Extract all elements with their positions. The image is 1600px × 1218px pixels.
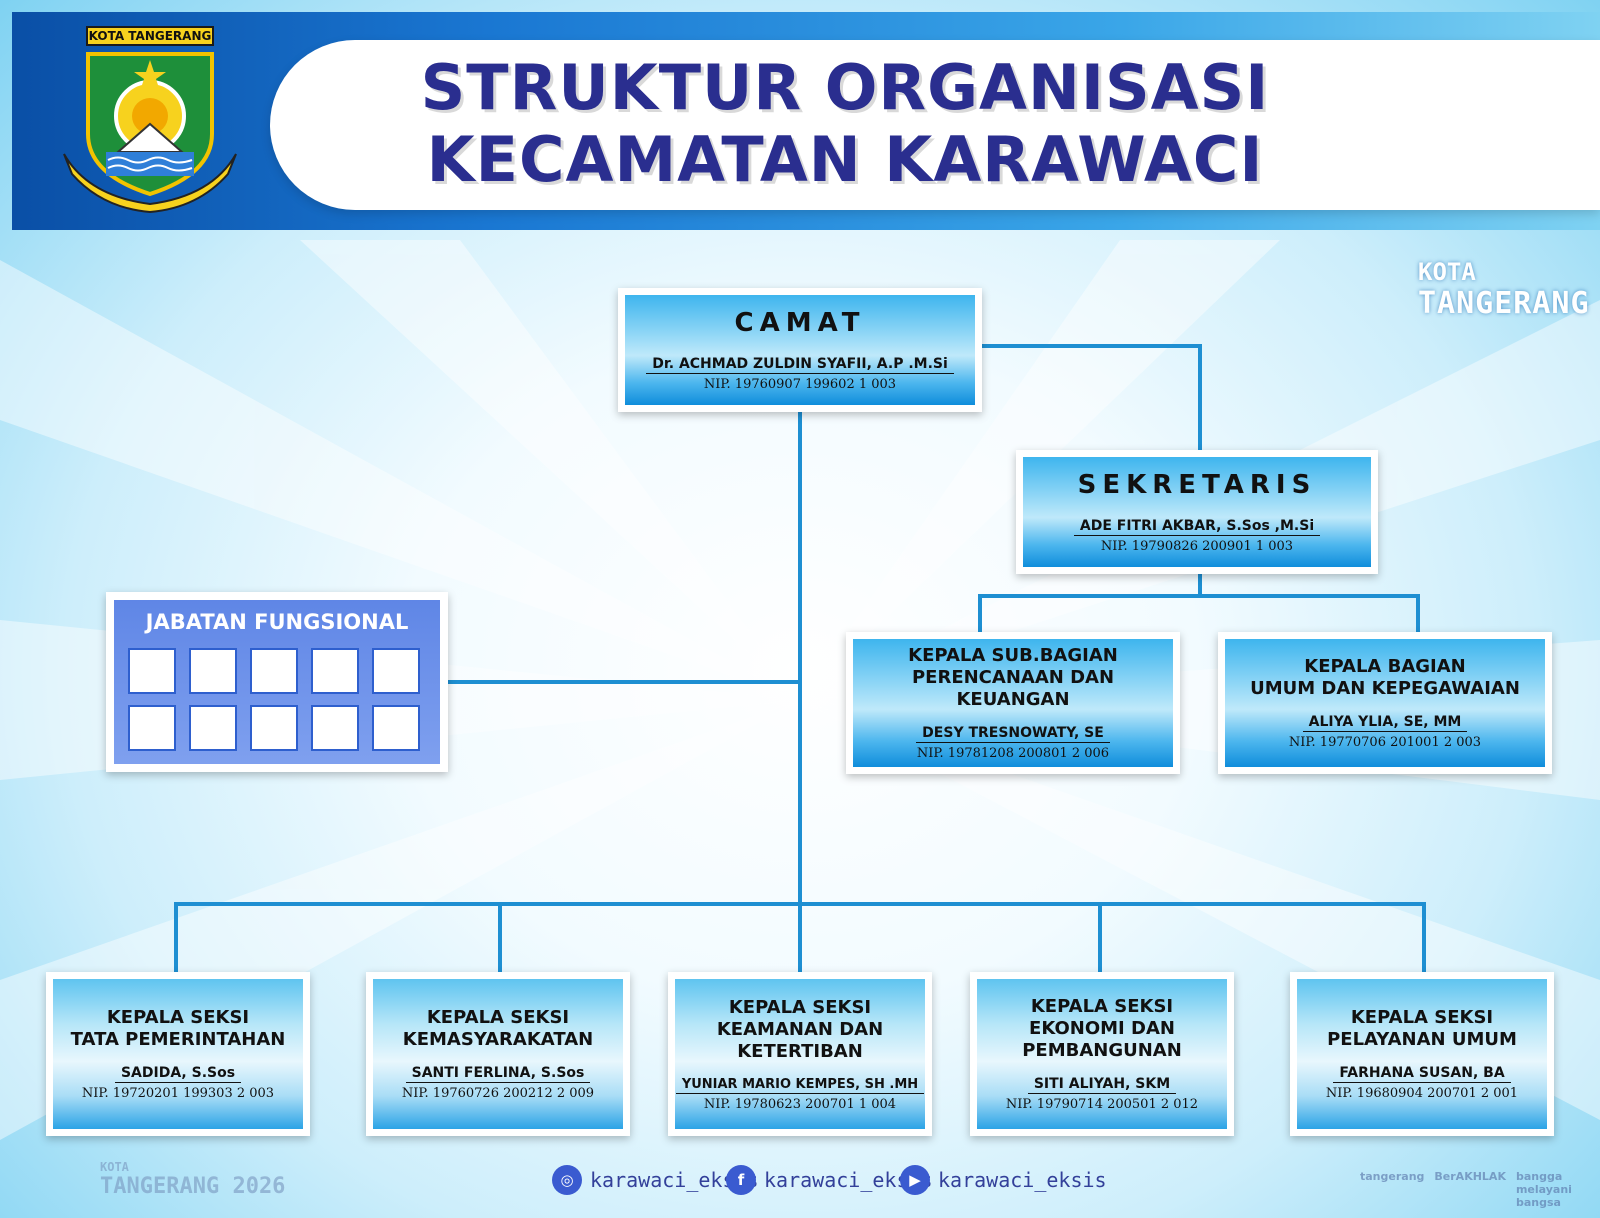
seksi-name: SITI ALIYAH, SKM [1027, 1076, 1177, 1094]
footer-right-item: bangga melayani bangsa [1515, 1170, 1572, 1209]
page-title: STRUKTUR ORGANISASI KECAMATAN KARAWACI [270, 52, 1420, 196]
subbagian-role-line-1: KEPALA SUB.BAGIAN [908, 645, 1118, 666]
seksi-pelayanan-umum-box[interactable]: KEPALA SEKSI PELAYANAN UMUM FARHANA SUSA… [1290, 972, 1554, 1136]
jabatan-fungsional-box[interactable]: JABATAN FUNGSIONAL [106, 592, 448, 772]
footer-left-line-1: KOTA [100, 1160, 129, 1174]
jabatan-fungsional-slot [250, 648, 298, 694]
seksi-role-line-1: KEPALA SEKSI [426, 1007, 570, 1028]
title-pill [270, 40, 1600, 210]
connector-sekretaris-subbag-1 [978, 570, 1202, 632]
seksi-role-line-1: KEPALA SEKSI [1350, 1007, 1494, 1028]
seksi-kemasyarakatan-box[interactable]: KEPALA SEKSI KEMASYARAKATAN SANTI FERLIN… [366, 972, 630, 1136]
social-youtube[interactable]: ▶ karawaci_eksis [900, 1165, 1107, 1195]
bagian-role-line-1: KEPALA BAGIAN [1304, 656, 1466, 677]
subbagian-perencanaan-box[interactable]: KEPALA SUB.BAGIAN PERENCANAAN DAN KEUANG… [846, 632, 1180, 774]
bagian-name: ALIYA YLIA, SE, MM [1302, 714, 1468, 732]
sekretaris-box[interactable]: SEKRETARIS ADE FITRI AKBAR, S.Sos ,M.Si … [1016, 450, 1378, 574]
facebook-icon: f [726, 1165, 756, 1195]
kota-tangerang-brand: KOTA TANGERANG [1418, 258, 1590, 321]
jabatan-fungsional-slot [128, 705, 176, 751]
seksi-role-line-1: KEPALA SEKSI [1030, 996, 1174, 1017]
instagram-icon: ◎ [552, 1165, 582, 1195]
seksi-role-line-2: EKONOMI DAN [1029, 1018, 1175, 1039]
jabatan-fungsional-title: JABATAN FUNGSIONAL [145, 610, 409, 634]
seksi-nip: NIP. 19760726 200212 2 009 [401, 1086, 595, 1101]
seksi-role-line-3: KETERTIBAN [737, 1040, 863, 1062]
seksi-role-line-3: PEMBANGUNAN [1022, 1040, 1182, 1061]
seksi-tata-pemerintahan-box[interactable]: KEPALA SEKSI TATA PEMERINTAHAN SADIDA, S… [46, 972, 310, 1136]
bagian-nip: NIP. 19770706 201001 2 003 [1288, 735, 1482, 750]
social-handle: karawaci_eksis [938, 1168, 1107, 1192]
seksi-role-line-2: KEAMANAN DAN [716, 1018, 884, 1040]
connector-sekretaris-subbag-2 [1200, 594, 1420, 632]
seksi-role-line-2: PELAYANAN UMUM [1327, 1029, 1517, 1050]
footer-right-logos: tangerang BerAKHLAK bangga melayani bang… [1360, 1170, 1600, 1209]
jabatan-fungsional-slot [372, 648, 420, 694]
title-line-1: STRUKTUR ORGANISASI [420, 51, 1270, 124]
jabatan-fungsional-slot [311, 648, 359, 694]
seksi-nip: NIP. 19680904 200701 2 001 [1325, 1086, 1519, 1101]
seksi-role-line-1: KEPALA SEKSI [728, 996, 872, 1018]
connector-seksi-bus [174, 902, 1426, 972]
footer-right-item: BerAKHLAK [1434, 1170, 1506, 1183]
jabatan-fungsional-slot [189, 648, 237, 694]
jabatan-fungsional-slot [250, 705, 298, 751]
jabatan-fungsional-slot [189, 705, 237, 751]
brand-line-1: KOTA [1418, 258, 1476, 286]
subbagian-name: DESY TRESNOWATY, SE [916, 725, 1110, 743]
seksi-name: SADIDA, S.Sos [114, 1065, 242, 1083]
footer-left-line-2: TANGERANG 2026 [100, 1174, 286, 1199]
seksi-role-line-2: TATA PEMERINTAHAN [70, 1029, 286, 1050]
seksi-name: SANTI FERLINA, S.Sos [405, 1065, 591, 1083]
jabatan-fungsional-slot [372, 705, 420, 751]
seksi-name: FARHANA SUSAN, BA [1333, 1065, 1511, 1083]
kota-tangerang-logo [63, 52, 237, 214]
jabatan-fungsional-slot [311, 705, 359, 751]
footer-right-item: tangerang [1360, 1170, 1425, 1183]
seksi-role-line-2: KEMASYARAKATAN [402, 1029, 594, 1050]
seksi-nip: NIP. 19780623 200701 1 004 [703, 1096, 897, 1112]
subbagian-nip: NIP. 19781208 200801 2 006 [916, 746, 1110, 761]
footer-tangerang-2026: KOTA TANGERANG 2026 [70, 1160, 285, 1199]
subbagian-role-line-2: PERENCANAAN DAN KEUANGAN [911, 667, 1115, 710]
brand-line-2: TANGERANG [1418, 286, 1590, 321]
camat-role: CAMAT [734, 308, 866, 338]
seksi-role-line-1: KEPALA SEKSI [106, 1007, 250, 1028]
bagian-role-line-2: UMUM DAN KEPEGAWAIAN [1250, 678, 1520, 699]
sekretaris-name: ADE FITRI AKBAR, S.Sos ,M.Si [1073, 518, 1321, 536]
logo-label: KOTA TANGERANG [86, 26, 214, 46]
seksi-nip: NIP. 19720201 199303 2 003 [81, 1086, 275, 1101]
camat-name: Dr. ACHMAD ZULDIN SYAFII, A.P .M.Si [646, 356, 954, 374]
seksi-nip: NIP. 19790714 200501 2 012 [1005, 1097, 1199, 1112]
youtube-icon: ▶ [900, 1165, 930, 1195]
seksi-name: YUNIAR MARIO KEMPES, SH .MH [675, 1077, 925, 1094]
seksi-ekonomi-box[interactable]: KEPALA SEKSI EKONOMI DAN PEMBANGUNAN SIT… [970, 972, 1234, 1136]
bagian-umum-box[interactable]: KEPALA BAGIAN UMUM DAN KEPEGAWAIAN ALIYA… [1218, 632, 1552, 774]
connector-camat-sekretaris [978, 344, 1202, 452]
sekretaris-role: SEKRETARIS [1077, 470, 1317, 500]
jabatan-fungsional-slot [128, 648, 176, 694]
jabatan-fungsional-grid [128, 648, 420, 751]
camat-box[interactable]: CAMAT Dr. ACHMAD ZULDIN SYAFII, A.P .M.S… [618, 288, 982, 412]
camat-nip: NIP. 19760907 199602 1 003 [703, 377, 897, 392]
title-line-2: KECAMATAN KARAWACI [426, 123, 1264, 196]
seksi-keamanan-box[interactable]: KEPALA SEKSI KEAMANAN DAN KETERTIBAN YUN… [668, 972, 932, 1136]
sekretaris-nip: NIP. 19790826 200901 1 003 [1100, 539, 1294, 554]
